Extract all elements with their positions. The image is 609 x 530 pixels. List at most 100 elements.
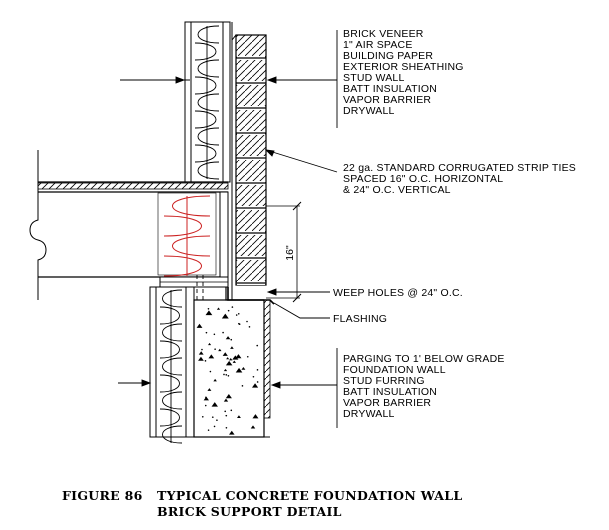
aggregate-speck <box>256 381 259 383</box>
aggregate-speck <box>216 419 218 421</box>
floor-framing <box>29 150 229 300</box>
figure-caption: FIGURE 86 TYPICAL CONCRETE FOUNDATION WA… <box>62 488 462 519</box>
aggregate-speck <box>230 338 233 341</box>
aggregate-speck <box>235 314 238 316</box>
label-weep-holes: WEEP HOLES @ 24" O.C. <box>333 287 463 299</box>
aggregate-speck <box>214 348 216 350</box>
dimension-label: 16" <box>284 245 296 261</box>
aggregate-speck <box>222 331 224 334</box>
upper-wall-assembly <box>184 21 267 300</box>
aggregate-speck <box>229 357 233 361</box>
label-foundation-drywall: DRYWALL <box>343 408 395 420</box>
aggregate-speck <box>198 351 204 355</box>
aggregate-speck <box>235 367 243 373</box>
aggregate-speck <box>230 346 234 349</box>
label-air-space: 1" AIR SPACE <box>343 39 413 51</box>
aggregate-speck <box>237 313 240 315</box>
aggregate-speck <box>225 393 232 399</box>
aggregate-speck <box>236 415 241 419</box>
aggregate-speck <box>207 307 210 310</box>
label-foundation-vapor: VAPOR BARRIER <box>343 397 431 409</box>
aggregate-speck <box>223 368 228 372</box>
aggregate-speck <box>213 333 216 336</box>
aggregate-speck <box>227 309 230 312</box>
label-foundation-wall: FOUNDATION WALL <box>343 364 446 376</box>
aggregate-speck <box>201 415 204 418</box>
upper-drywall <box>184 21 192 183</box>
foundation-label-group: PARGING TO 1' BELOW GRADE FOUNDATION WAL… <box>343 353 504 420</box>
label-building-paper: BUILDING PAPER <box>343 50 433 62</box>
dimension-16: 16" <box>266 201 302 303</box>
upper-inside-arrow <box>175 76 186 84</box>
aggregate-speck <box>232 355 239 360</box>
aggregate-speck <box>238 322 240 325</box>
aggregate-speck <box>222 352 228 356</box>
aggregate-speck <box>216 307 221 310</box>
flashing-line <box>227 287 275 305</box>
aggregate-speck <box>225 336 231 340</box>
brick-mortar-joints <box>236 56 266 285</box>
aggregate-speck <box>211 416 214 418</box>
aggregate-speck <box>207 342 212 346</box>
exterior-sheathing <box>222 21 231 183</box>
aggregate-speck <box>235 354 242 359</box>
leaders <box>118 30 338 428</box>
ties-leader <box>265 149 338 173</box>
foundation-arrow <box>270 381 281 389</box>
aggregate-speck <box>208 354 215 359</box>
label-ties-line2: SPACED 16" O.C. HORIZONTAL <box>343 173 503 185</box>
aggregate-speck <box>225 360 233 366</box>
aggregate-speck <box>241 366 246 370</box>
aggregate-speck <box>225 426 228 429</box>
ties-arrow <box>264 149 275 157</box>
upper-wall-label-group: BRICK VENEER 1" AIR SPACE BUILDING PAPER… <box>343 28 464 117</box>
subfloor-sheathing <box>37 182 229 190</box>
aggregate-speck <box>198 356 204 361</box>
aggregate-speck <box>246 320 248 323</box>
aggregate-speck <box>223 373 225 376</box>
aggregate-speck <box>231 306 234 308</box>
caption-line1: TYPICAL CONCRETE FOUNDATION WALL <box>157 488 462 503</box>
stud-furring <box>185 286 195 438</box>
aggregate-speck <box>213 378 217 382</box>
aggregate-speck <box>221 313 229 319</box>
weep-arrow <box>266 288 277 296</box>
aggregate-speck <box>211 402 218 407</box>
foundation-batt-pattern <box>159 289 183 444</box>
rim-joist <box>219 191 229 278</box>
rim-batt-insulation <box>163 195 211 277</box>
aggregate-speck <box>218 348 222 352</box>
aggregate-speck <box>248 326 251 328</box>
aggregate-speck <box>204 404 207 407</box>
label-drywall: DRYWALL <box>343 105 395 117</box>
brick-top-cap <box>231 34 266 41</box>
upper-arrow <box>266 76 277 84</box>
aggregate-speck <box>196 323 203 328</box>
aggregate-speck <box>204 360 207 362</box>
concrete-aggregate <box>196 306 259 435</box>
aggregate-speck <box>252 414 259 419</box>
label-ties-line3: & 24" O.C. VERTICAL <box>343 184 451 196</box>
foundation-assembly <box>149 275 275 444</box>
aggregate-speck <box>205 310 213 316</box>
aggregate-speck <box>225 414 228 417</box>
aggregate-speck <box>207 429 210 431</box>
aggregate-speck <box>224 410 227 413</box>
label-exterior-sheathing: EXTERIOR SHEATHING <box>343 61 464 73</box>
label-stud-wall: STUD WALL <box>343 72 405 84</box>
aggregate-speck <box>201 348 203 351</box>
caption-figure-number: FIGURE 86 <box>62 488 143 503</box>
aggregate-speck <box>246 355 249 358</box>
foundation-inside-arrow <box>141 379 152 387</box>
aggregate-speck <box>241 385 244 387</box>
caption-line2: BRICK SUPPORT DETAIL <box>157 504 342 519</box>
aggregate-speck <box>225 374 228 376</box>
aggregate-speck <box>256 369 259 371</box>
dimension-ticks <box>292 201 302 303</box>
label-batt-insulation: BATT INSULATION <box>343 83 437 95</box>
aggregate-speck <box>223 398 229 402</box>
aggregate-speck <box>213 425 216 428</box>
label-ties-line1: 22 ga. STANDARD CORRUGATED STRIP TIES <box>343 162 576 174</box>
aggregate-speck <box>230 409 233 412</box>
